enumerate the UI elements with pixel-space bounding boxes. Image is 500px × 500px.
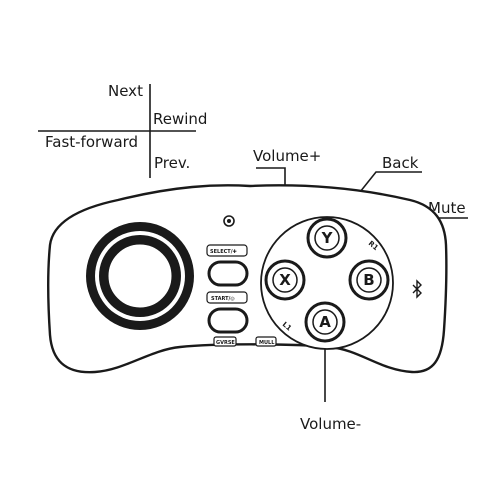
mode-indicator-left: GVRSE [213, 336, 237, 347]
select-button-label-plate [206, 244, 248, 257]
label-next: Next [108, 82, 143, 100]
start-button-group[interactable]: START/◎ [206, 291, 249, 334]
start-button-label: START/◎ [211, 296, 235, 302]
b-button-group[interactable]: B [348, 259, 390, 301]
svg-text:MULL: MULL [259, 340, 275, 346]
label-mute: Mute [428, 199, 466, 217]
x-button-inner-ring [272, 267, 298, 293]
y-button-inner-ring [314, 225, 340, 251]
select-button[interactable] [207, 260, 249, 287]
start-button[interactable] [207, 307, 249, 334]
b-button-label: B [363, 271, 374, 289]
label-volume-minus: Volume- [300, 415, 361, 433]
a-button-inner-ring [312, 309, 338, 335]
select-button-group[interactable]: SELECT/✚ [206, 244, 249, 287]
label-volume-plus: Volume+ [253, 147, 321, 165]
b-button-inner-ring [356, 267, 382, 293]
mode-indicator-right: MULL [255, 336, 277, 347]
y-button-label: Y [321, 229, 334, 247]
power-icon [223, 215, 235, 227]
start-button-label-plate [206, 291, 248, 304]
action-button-cluster: R1 L1 Y X B A [260, 216, 394, 350]
joystick-cap[interactable] [107, 243, 173, 309]
label-rewind: Rewind [153, 110, 207, 128]
a-button-group[interactable]: A [304, 301, 346, 343]
joystick[interactable] [86, 222, 194, 330]
action-cluster-ring [260, 216, 394, 350]
bluetooth-icon [412, 279, 422, 299]
a-button-label: A [319, 313, 331, 331]
select-button-label: SELECT/✚ [210, 249, 237, 255]
label-fast-forward: Fast-forward [45, 133, 138, 151]
label-prev: Prev. [154, 154, 190, 172]
label-back: Back [382, 154, 419, 172]
y-button-group[interactable]: Y [306, 217, 348, 259]
svg-text:GVRSE: GVRSE [216, 340, 235, 346]
media-cross: Next Rewind Fast-forward Prev. [38, 82, 207, 178]
x-button-group[interactable]: X [264, 259, 306, 301]
x-button-label: X [279, 271, 291, 289]
